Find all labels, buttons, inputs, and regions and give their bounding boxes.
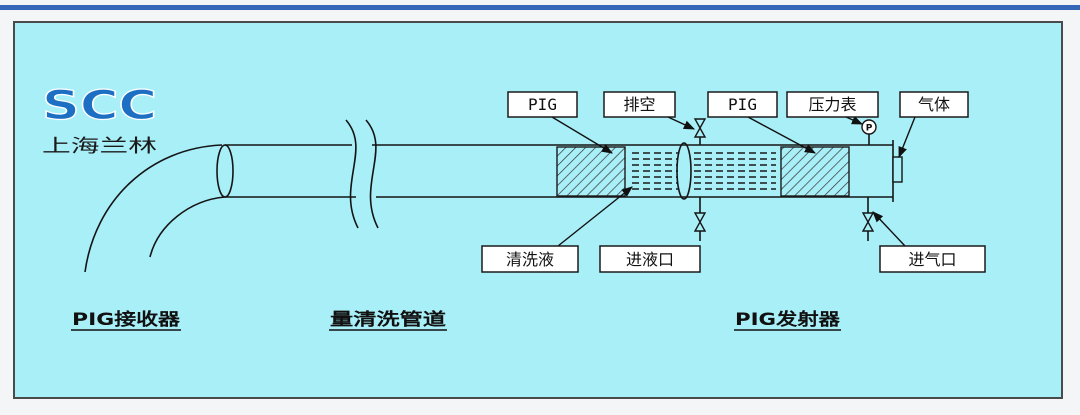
- callout-liquid-inlet-text: 进液口: [626, 250, 674, 269]
- receiver-inner-curve: [149, 196, 226, 258]
- callout-cleaning-fluid: 清洗液: [481, 245, 579, 273]
- diagram-panel: [13, 21, 1063, 399]
- receiver-outer-curve: [84, 144, 223, 273]
- callout-pig-right-text: PIG: [728, 95, 757, 114]
- gas-inlet-port: [892, 156, 903, 183]
- company-logo: SCC 上海兰林: [41, 82, 157, 157]
- liquid-inlet-valve-icon: [693, 197, 707, 241]
- callout-pressure-gauge: 压力表: [786, 91, 879, 118]
- callout-vent: 排空: [603, 91, 676, 118]
- launcher-joint-ellipse: [676, 142, 692, 200]
- leader-pig-right: [747, 116, 816, 154]
- callout-gas-inlet: 进气口: [879, 245, 986, 273]
- logo-brand-text: SCC: [42, 83, 157, 129]
- leader-cleaning-fluid: [557, 186, 633, 247]
- top-accent-bar: [0, 5, 1080, 10]
- callout-cleaning-fluid-text: 清洗液: [506, 250, 554, 269]
- vent-valve-icon: [693, 118, 707, 145]
- gauge-symbol-text: P: [866, 124, 873, 134]
- leader-lines: [551, 115, 916, 247]
- callout-pig-left: PIG: [507, 91, 578, 118]
- callout-gas: 气体: [899, 91, 969, 118]
- leader-pig-left: [551, 116, 613, 154]
- section-label-launcher: PIG发射器: [734, 309, 841, 331]
- section-launcher-text: PIG发射器: [735, 309, 841, 330]
- callout-liquid-inlet: 进液口: [599, 245, 701, 273]
- leader-pressure-gauge: [845, 115, 864, 125]
- leader-gas: [898, 116, 916, 159]
- logo-company-text: 上海兰林: [42, 136, 157, 157]
- leader-vent: [667, 116, 696, 130]
- section-label-pipeline: 量清洗管道: [329, 309, 447, 331]
- pig-body-right: [780, 146, 850, 197]
- pig-launcher: [556, 140, 903, 202]
- gas-inlet-valve-icon: [861, 197, 875, 241]
- pipe-break-line-2: [365, 119, 379, 229]
- section-receiver-text: PIG接收器: [72, 309, 181, 330]
- callout-pig-right: PIG: [707, 91, 778, 118]
- callout-gas-text: 气体: [918, 95, 950, 114]
- callout-pig-left-text: PIG: [528, 95, 557, 114]
- callout-vent-text: 排空: [623, 95, 655, 114]
- pressure-gauge-icon: P: [861, 119, 877, 145]
- section-pipeline-text: 量清洗管道: [330, 309, 446, 330]
- cleaning-fluid-region: [632, 152, 776, 190]
- section-label-receiver: PIG接收器: [71, 309, 181, 331]
- callout-pressure-gauge-text: 压力表: [808, 95, 856, 114]
- leader-gas-inlet: [872, 211, 906, 247]
- receiver-pipe-opening: [216, 144, 234, 198]
- pipe-break-line-1: [345, 119, 359, 229]
- pig-body-left: [556, 146, 626, 197]
- callout-gas-inlet-text: 进气口: [908, 250, 956, 269]
